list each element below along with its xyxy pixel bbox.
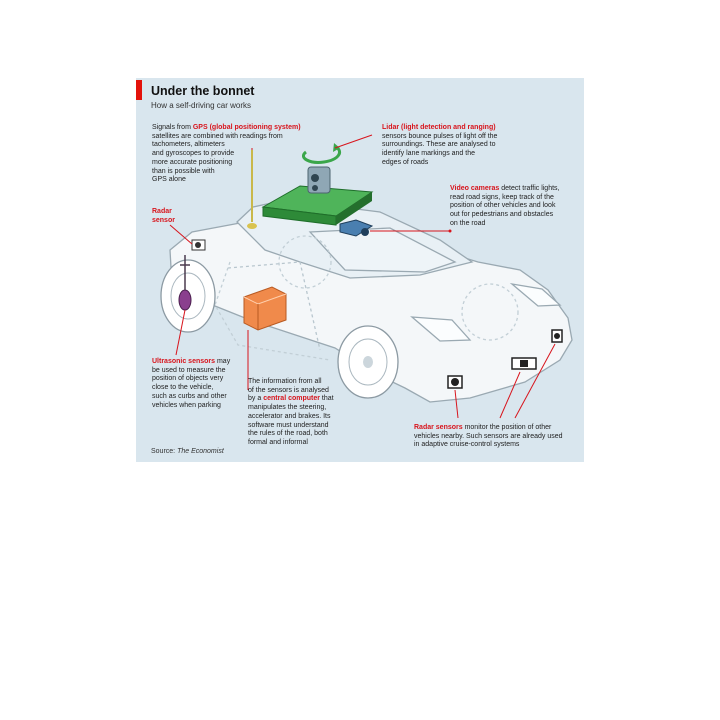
- radar-label-term: Radar sensor: [152, 208, 175, 224]
- radar-sensors-annotation: Radar sensors monitor the position of ot…: [414, 424, 563, 450]
- radar-sensor-front-right: [552, 330, 562, 342]
- computer-term: central computer: [263, 395, 320, 402]
- leader-dot: [449, 230, 452, 233]
- ultrasonic-term: Ultrasonic sensors: [152, 358, 215, 365]
- lidar-annotation: Lidar (light detection and ranging) sens…: [382, 124, 497, 168]
- ultrasonic-annotation: Ultrasonic sensors may be used to measur…: [152, 358, 230, 410]
- video-term: Video cameras: [450, 185, 499, 192]
- gps-annotation: Signals from GPS (global positioning sys…: [152, 124, 301, 185]
- radar-sensor-front-center: [512, 358, 536, 369]
- gps-pre: Signals from: [152, 124, 193, 131]
- radar-sensor-side: [192, 240, 205, 250]
- gps-term: GPS (global positioning system): [193, 124, 301, 131]
- source-label: Source:: [151, 448, 177, 455]
- gps-text: satellites are combined with readings fr…: [152, 133, 283, 184]
- computer-text: that manipulates the steering, accelerat…: [248, 395, 334, 446]
- video-camera-annotation: Video cameras detect traffic lights, rea…: [450, 185, 559, 229]
- source-name: The Economist: [177, 448, 224, 455]
- front-wheel: [338, 326, 398, 398]
- lidar-term: Lidar (light detection and ranging): [382, 124, 496, 131]
- central-computer-annotation: The information from all of the sensors …: [248, 378, 334, 448]
- radar-sensor-label: Radar sensor: [152, 208, 175, 225]
- source-note: Source: The Economist: [151, 448, 224, 455]
- radar-sensor-front-left: [448, 376, 462, 388]
- lidar-text: sensors bounce pulses of light off the s…: [382, 133, 497, 166]
- radar-term: Radar sensors: [414, 424, 463, 431]
- ultrasonic-text: may be used to measure the position of o…: [152, 358, 230, 409]
